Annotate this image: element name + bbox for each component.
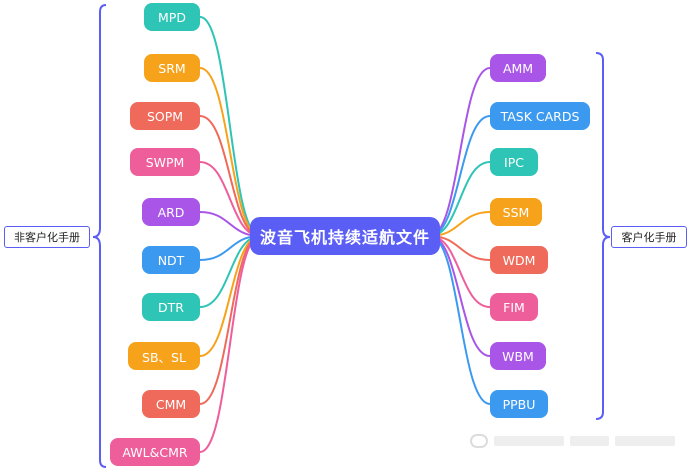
left-node-sopm[interactable]: SOPM	[130, 102, 200, 130]
left-node-srm[interactable]: SRM	[144, 54, 200, 82]
left-node-sb-sl[interactable]: SB、SL	[128, 342, 200, 370]
right-node-ipc[interactable]: IPC	[490, 148, 538, 176]
connector-right-6	[429, 235, 491, 357]
connector-left-9	[199, 235, 261, 453]
watermark-text-bar	[615, 436, 675, 446]
left-node-dtr[interactable]: DTR	[142, 293, 200, 321]
center-topic[interactable]: 波音飞机持续适航文件	[250, 217, 440, 255]
right-node-wbm[interactable]: WBM	[490, 342, 546, 370]
left-bracket	[92, 4, 107, 468]
left-node-swpm[interactable]: SWPM	[130, 148, 200, 176]
group-label-non-customized[interactable]: 非客户化手册	[4, 226, 90, 248]
right-bracket	[595, 52, 611, 420]
group-label-customized[interactable]: 客户化手册	[611, 226, 687, 248]
left-node-mpd[interactable]: MPD	[144, 3, 200, 31]
right-node-task-cards[interactable]: TASK CARDS	[490, 102, 590, 130]
connector-right-0	[429, 67, 491, 237]
left-node-ard[interactable]: ARD	[142, 198, 200, 226]
connector-left-2	[199, 115, 261, 237]
right-node-wdm[interactable]: WDM	[490, 246, 548, 274]
connector-right-1	[429, 115, 491, 237]
right-node-amm[interactable]: AMM	[490, 54, 546, 82]
wechat-icon	[470, 434, 488, 448]
right-node-ssm[interactable]: SSM	[490, 198, 542, 226]
watermark-text-bar	[569, 436, 610, 446]
connector-left-0	[199, 16, 261, 237]
watermark-text-bar	[493, 436, 564, 446]
connector-right-7	[429, 235, 491, 405]
right-node-ppbu[interactable]: PPBU	[490, 390, 548, 418]
connector-left-1	[199, 67, 261, 237]
left-node-cmm[interactable]: CMM	[142, 390, 200, 418]
left-node-awl-cmr[interactable]: AWL&CMR	[110, 438, 200, 466]
left-node-ndt[interactable]: NDT	[142, 246, 200, 274]
watermark	[470, 428, 675, 454]
right-node-fim[interactable]: FIM	[490, 293, 538, 321]
connector-left-8	[199, 235, 261, 405]
